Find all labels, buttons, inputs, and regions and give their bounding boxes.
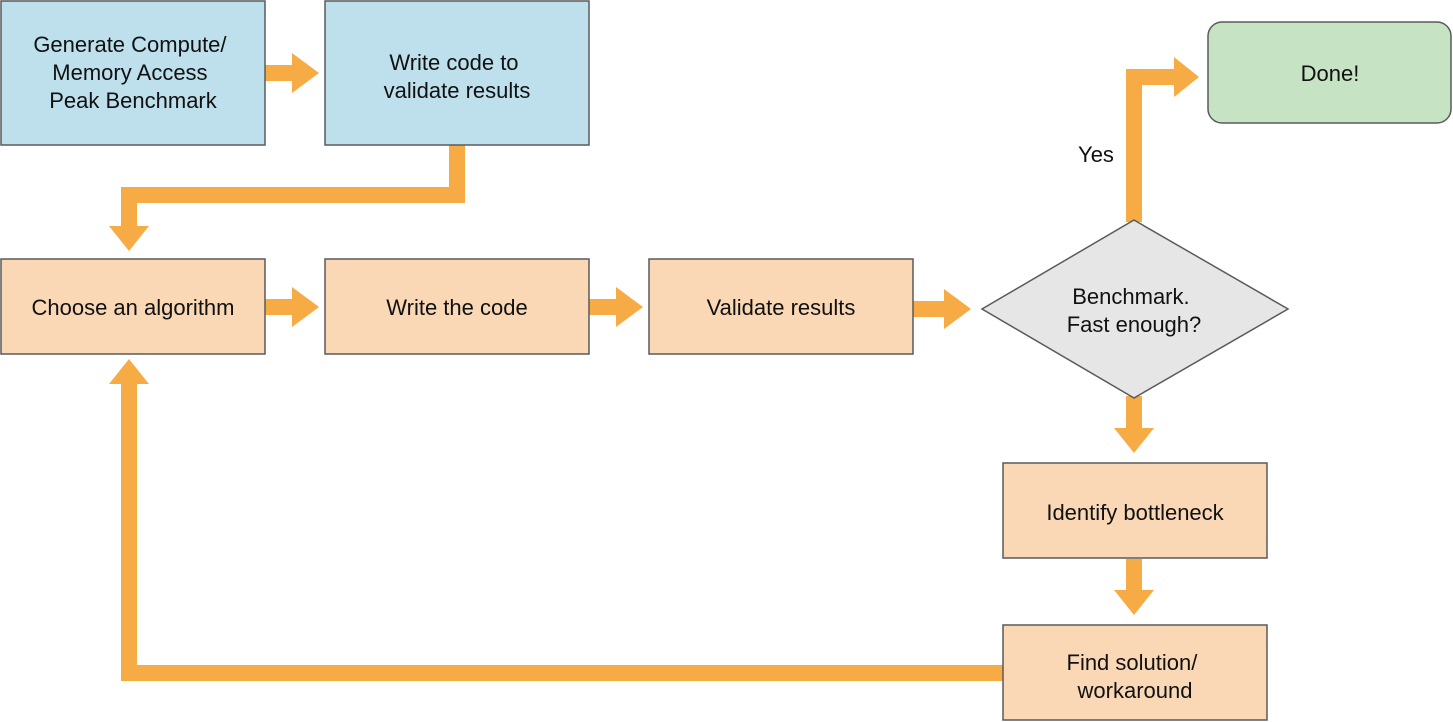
node-identify-bottleneck: Identify bottleneck: [1002, 462, 1268, 559]
edge-label-yes: Yes: [1078, 142, 1114, 167]
arrow-validate-to-decision: [913, 289, 971, 329]
node-generate-benchmark-line-3: Peak Benchmark: [49, 88, 218, 113]
arrow-decision-to-done: [1126, 57, 1199, 222]
arrow-generate-to-validation-code: [265, 53, 319, 93]
node-generate-benchmark-line-1: Generate Compute/: [33, 32, 227, 57]
node-benchmark-decision-line-1: Benchmark.: [1072, 284, 1189, 309]
arrow-validation-code-to-choose-algorithm: [109, 145, 465, 251]
svg-text:Validate results: Validate results: [707, 295, 856, 320]
arrow-write-code-to-validate: [589, 287, 643, 327]
node-benchmark-decision: Benchmark. Fast enough?: [980, 219, 1290, 399]
arrow-solution-to-choose-algorithm: [109, 359, 1003, 681]
node-find-solution: Find solution/ workaround: [1002, 624, 1268, 721]
svg-text:Done!: Done!: [1301, 61, 1360, 86]
node-find-solution-line-2: workaround: [1077, 678, 1193, 703]
node-done-label: Done!: [1301, 61, 1360, 86]
node-write-code-label: Write the code: [386, 295, 527, 320]
svg-text:Identify bottleneck: Identify bottleneck: [1046, 500, 1224, 525]
node-find-solution-line-1: Find solution/: [1067, 650, 1199, 675]
arrow-decision-to-bottleneck: [1114, 396, 1154, 453]
arrow-bottleneck-to-solution: [1114, 559, 1154, 615]
arrow-choose-algorithm-to-write-code: [265, 287, 319, 327]
node-write-validation-code: Write code to validate results: [324, 0, 590, 146]
svg-text:Write code to validate r: Write code to validate results: [384, 50, 531, 103]
node-write-validation-line-2: validate results: [384, 78, 531, 103]
node-generate-benchmark: Generate Compute/ Memory Access Peak Ben…: [0, 0, 266, 146]
connectors: [109, 53, 1199, 681]
node-generate-benchmark-line-2: Memory Access: [52, 60, 207, 85]
svg-text:Write the code: Write the code: [386, 295, 527, 320]
node-write-validation-line-1: Write code to: [389, 50, 518, 75]
svg-text:Choose an algorithm: Choose an algorithm: [31, 295, 234, 320]
svg-text:Benchmark. Fast enough?: Benchmark. Fast enough?: [1067, 284, 1202, 337]
svg-text:Generate Compute/ Memory: Generate Compute/ Memory Access Peak Ben…: [33, 32, 232, 113]
node-validate-results: Validate results: [648, 258, 914, 355]
node-benchmark-decision-line-2: Fast enough?: [1067, 312, 1202, 337]
node-choose-algorithm-label: Choose an algorithm: [31, 295, 234, 320]
node-choose-algorithm: Choose an algorithm: [0, 258, 266, 355]
svg-text:Find solution/ workaroun: Find solution/ workaround: [1067, 650, 1204, 703]
node-identify-bottleneck-label: Identify bottleneck: [1046, 500, 1224, 525]
node-done: Done!: [1207, 21, 1452, 124]
node-write-code: Write the code: [324, 258, 590, 355]
node-validate-results-label: Validate results: [707, 295, 856, 320]
